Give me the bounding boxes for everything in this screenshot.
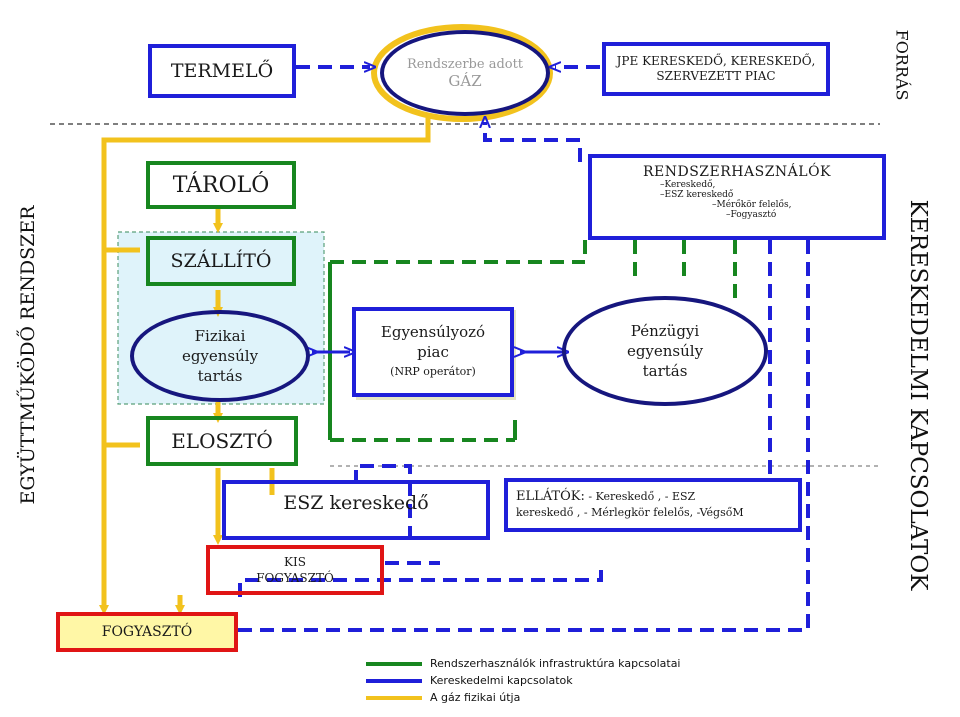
node-gaz-line1: Rendszerbe adott <box>406 56 524 72</box>
link-esz-top <box>354 464 412 540</box>
node-termelo-label: TERMELŐ <box>170 60 274 82</box>
node-fogyaszto[interactable]: FOGYASZTÓ <box>56 612 238 652</box>
gas-path-top <box>101 118 431 600</box>
node-szallito[interactable]: SZÁLLÍTÓ <box>146 236 296 286</box>
node-esz-kereskedo[interactable]: ESZ kereskedő <box>222 480 490 540</box>
node-penzugyi-line2: egyensúly <box>626 342 704 360</box>
node-egyensulyozo-line3: (NRP operátor) <box>390 365 476 378</box>
node-egyensulyozo-line2: piac <box>417 343 449 361</box>
link-ellatok-to-fogyaszto <box>238 570 603 598</box>
node-esz-kereskedo-label: ESZ kereskedő <box>283 492 429 514</box>
node-rendszerhasznalok[interactable]: RENDSZERHASZNÁLÓK –Kereskedő, –ESZ keres… <box>588 154 886 240</box>
node-eloszto-label: ELOSZTÓ <box>171 429 273 453</box>
node-ellatok-line2: kereskedő , - Mérlegkör felelős, -VégsőM <box>516 506 744 519</box>
node-tarolo[interactable]: TÁROLÓ <box>146 161 296 209</box>
node-ellatok[interactable]: ELLÁTÓK: - Kereskedő , - ESZ kereskedő ,… <box>504 478 802 532</box>
legend-label: Kereskedelmi kapcsolatok <box>430 674 573 687</box>
node-jpe-kereskedo[interactable]: JPE KERESKEDŐ, KERESKEDŐ, SZERVEZETT PIA… <box>602 42 830 96</box>
node-egyensulyozo-piac[interactable]: Egyensúlyozó piac (NRP operátor) <box>352 307 514 397</box>
node-jpe-line1: JPE KERESKEDŐ, KERESKEDŐ, <box>616 54 816 68</box>
node-kis-fogyaszto[interactable]: KIS FOGYASZTÓ <box>206 545 384 595</box>
node-kis-line1: KIS <box>284 555 306 569</box>
legend-swatch-green <box>366 661 422 666</box>
node-eloszto[interactable]: ELOSZTÓ <box>146 416 298 466</box>
node-egyensulyozo-line1: Egyensúlyozó <box>380 323 486 341</box>
node-tarolo-label: TÁROLÓ <box>172 172 270 198</box>
node-termelo[interactable]: TERMELŐ <box>148 44 296 98</box>
node-fogyaszto-label: FOGYASZTÓ <box>101 624 193 640</box>
legend-label: Rendszerhasználók infrastruktúra kapcsol… <box>430 657 681 670</box>
node-rendszerhasznalok-item: –ESZ kereskedő <box>660 190 734 200</box>
node-penzugyi-egyensuly[interactable]: Pénzügyi egyensúly tartás <box>562 296 768 406</box>
legend-item-gas-path: A gáz fizikai útja <box>366 691 520 704</box>
commercial-links <box>238 67 810 632</box>
node-fizikai-line3: tartás <box>197 367 243 385</box>
node-gaz-line2: GÁZ <box>448 71 482 90</box>
node-penzugyi-line1: Pénzügyi <box>630 322 700 340</box>
node-kis-line2: FOGYASZTÓ <box>256 571 334 585</box>
legend-label: A gáz fizikai útja <box>430 691 521 704</box>
node-rendszerbe-adott-gaz[interactable]: Rendszerbe adott GÁZ <box>380 30 550 116</box>
legend-item-commercial: Kereskedelmi kapcsolatok <box>366 674 573 687</box>
gas-ellipse-halo <box>371 24 553 122</box>
node-fizikai-egyensuly[interactable]: Fizikai egyensúly tartás <box>130 310 310 402</box>
node-jpe-line2: SZERVEZETT PIAC <box>656 69 776 83</box>
node-ellatok-line1: ELLÁTÓK: - Kereskedő , - ESZ <box>516 489 695 505</box>
node-rendszerhasznalok-title: RENDSZERHASZNÁLÓK <box>642 164 832 180</box>
node-rendszerhasznalok-item: –Mérőkör felelős, <box>712 200 792 210</box>
node-fizikai-line1: Fizikai <box>194 327 246 345</box>
node-ellatok-label: ELLÁTÓK: <box>516 489 585 504</box>
side-label-kereskedelmi: KERESKEDELMI KAPCSOLATOK <box>905 199 931 591</box>
node-rendszerhasznalok-item: –Fogyasztó <box>726 210 777 220</box>
node-szallito-label: SZÁLLÍTÓ <box>170 250 272 272</box>
node-fizikai-line2: egyensúly <box>181 347 259 365</box>
link-rendszerhasznalok-jpe <box>485 122 582 162</box>
legend-swatch-yellow <box>366 695 422 700</box>
legend-swatch-blue <box>366 678 422 683</box>
side-label-egyuttmukodo: EGYÜTTMŰKÖDŐ RENDSZER <box>17 205 39 505</box>
node-rendszerhasznalok-item: –Kereskedő, <box>660 180 716 190</box>
side-label-forras: FORRÁS <box>892 29 912 101</box>
node-penzugyi-line3: tartás <box>642 362 688 380</box>
legend-item-infrastructure: Rendszerhasználók infrastruktúra kapcsol… <box>366 657 681 670</box>
link-fogyaszto-right <box>238 240 810 632</box>
node-ellatok-line1-rest: - Kereskedő , - ESZ <box>584 490 696 503</box>
